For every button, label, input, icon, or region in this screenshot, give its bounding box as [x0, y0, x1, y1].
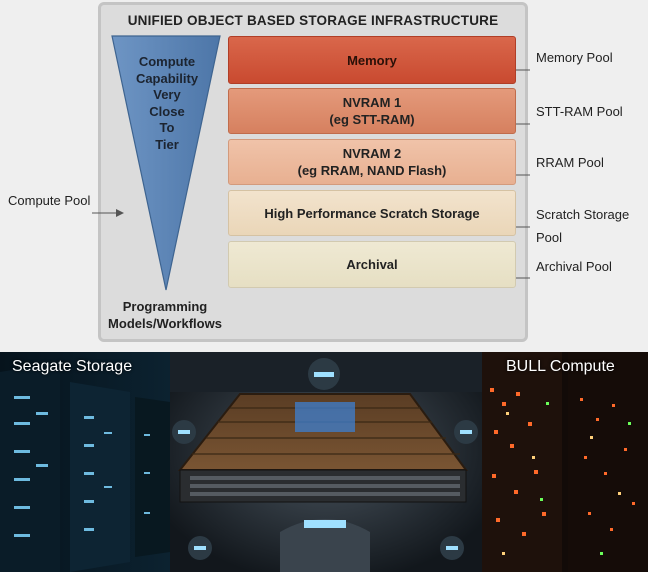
bull-compute-label: BULL Compute	[506, 358, 615, 375]
triangle-line: Tier	[155, 136, 179, 152]
programming-models-label: Programming Models/Workflows	[100, 298, 230, 332]
tier-label: Archival	[346, 257, 398, 272]
scratch-pool-label: Scratch Storage	[536, 207, 630, 222]
tier-label: NVRAM 1	[342, 95, 402, 110]
scratch-pool-label-2: Pool	[536, 230, 563, 245]
tier-memory: Memory	[228, 36, 516, 84]
tier-nvram1: NVRAM 1 (eg STT-RAM)	[228, 88, 516, 134]
compute-pool-label: Compute Pool	[8, 193, 91, 208]
tier-label: High Performance Scratch Storage	[264, 205, 480, 221]
triangle-line: To	[159, 120, 175, 135]
tier-label: NVRAM 2	[342, 146, 402, 161]
triangle-line: Close	[149, 103, 185, 119]
tier-nvram2: NVRAM 2 (eg RRAM, NAND Flash)	[228, 139, 516, 185]
tier-sublabel: (eg RRAM, NAND Flash)	[297, 163, 447, 178]
tier-label: Memory	[347, 52, 397, 68]
bottom-label-line: Models/Workflows	[108, 316, 222, 331]
bottom-label-line: Programming	[122, 299, 208, 314]
tier-sublabel: (eg STT-RAM)	[329, 112, 415, 127]
triangle-line: Compute	[138, 54, 196, 69]
photo-strip: Seagate Storage	[0, 352, 648, 572]
rram-pool-label: RRAM Pool	[536, 155, 604, 170]
bull-compute-photo: BULL Compute	[482, 352, 648, 572]
triangle-line: Very	[153, 87, 181, 102]
tier-archival: Archival	[228, 241, 516, 288]
triangle-label: Compute Capability Very Close To Tier	[124, 54, 210, 153]
archival-pool-label: Archival Pool	[536, 259, 612, 274]
stt-ram-pool-label: STT-RAM Pool	[536, 104, 623, 119]
storage-enclosure-photo	[170, 352, 482, 572]
storage-diagram: UNIFIED OBJECT BASED STORAGE INFRASTRUCT…	[8, 2, 630, 342]
seagate-storage-label: Seagate Storage	[12, 358, 133, 375]
diagram-title: UNIFIED OBJECT BASED STORAGE INFRASTRUCT…	[127, 13, 499, 28]
seagate-storage-photo: Seagate Storage	[0, 352, 170, 572]
triangle-line: Capability	[135, 70, 199, 86]
memory-pool-label: Memory Pool	[536, 50, 613, 65]
tier-scratch: High Performance Scratch Storage	[228, 190, 516, 236]
